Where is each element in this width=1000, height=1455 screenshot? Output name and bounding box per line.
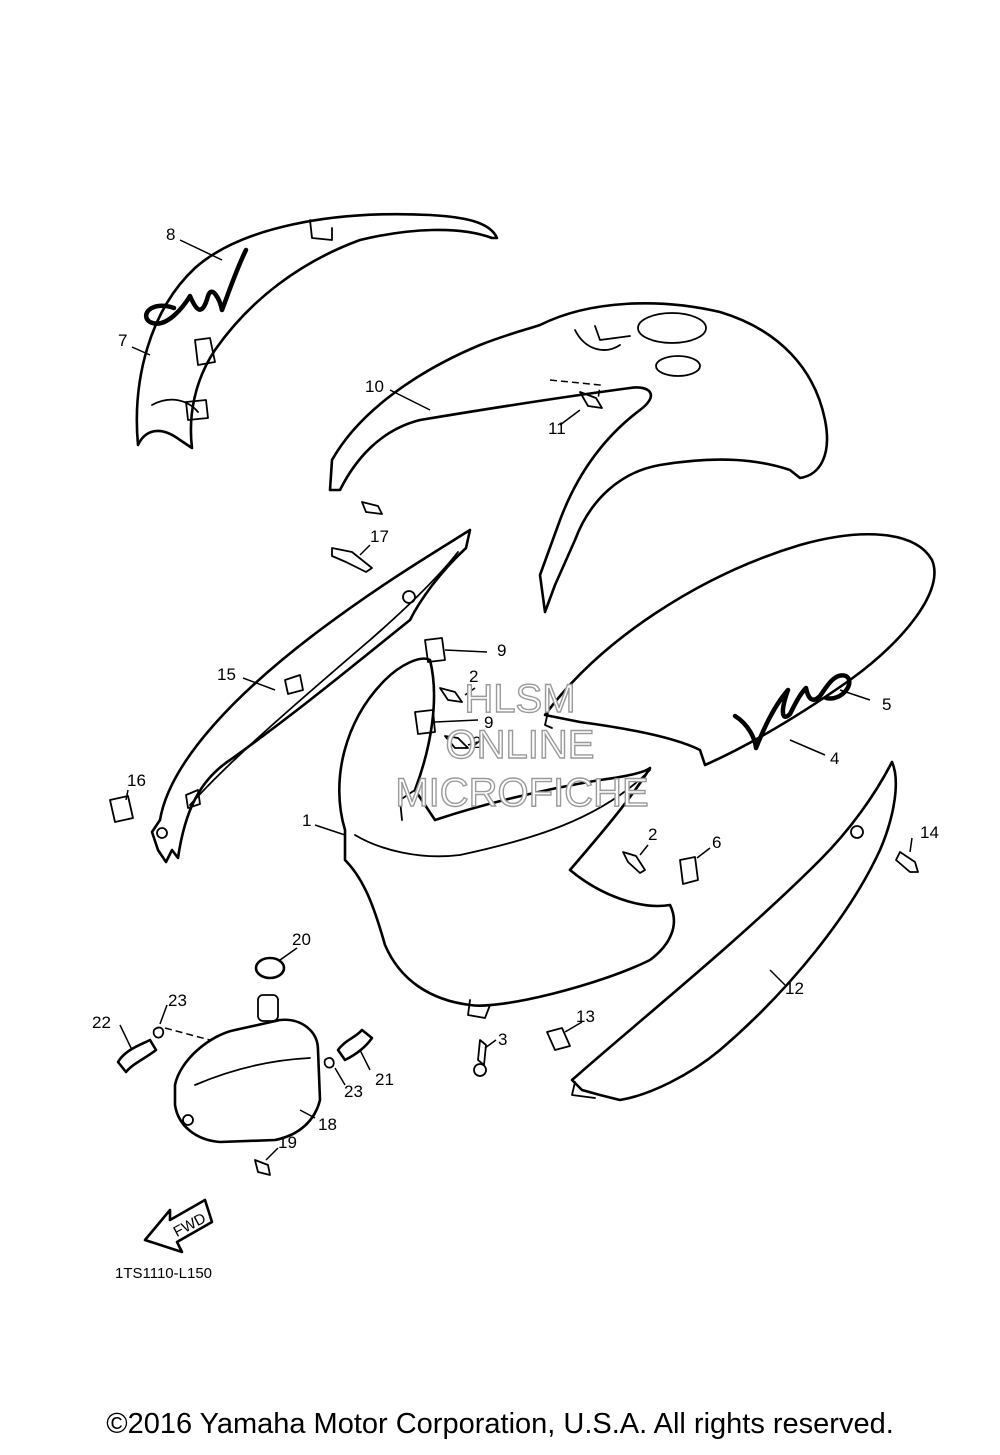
callout-8: 8 [166,225,175,244]
screw-19 [254,1159,271,1176]
watermark-line-2: ONLINE [446,723,595,767]
screw-2-upper [439,687,463,703]
callout-16: 16 [127,771,146,790]
callout-1: 1 [302,811,311,830]
callout-15: 15 [217,665,236,684]
inner-frame-cover [328,302,829,614]
screw-2-lower [444,735,469,749]
diagram-code: 1TS1110-L150 [115,1265,212,1282]
rear-upper-cover [135,212,499,450]
callout-10: 10 [365,377,384,396]
screw-14 [895,851,919,873]
callout-3: 3 [498,1030,507,1049]
callout-2a: 2 [469,667,478,686]
copyright-notice: ©2016 Yamaha Motor Corporation, U.S.A. A… [106,1408,894,1440]
side-strip [150,528,472,864]
watermark: HLSM ONLINE MICROFICHE [395,676,650,815]
callout-23a: 23 [168,991,187,1010]
watermark-line-3: MICROFICHE [395,771,648,815]
callout-5: 5 [882,695,891,714]
hose-dash [164,1027,211,1041]
screw-2-right [622,851,646,874]
clip-13 [546,1027,571,1051]
callout-14: 14 [920,823,939,842]
clip-6 [679,856,699,885]
reservoir-tank [173,994,322,1144]
callout-22: 22 [92,1013,111,1032]
lower-skirt [570,760,898,1102]
callout-7: 7 [118,331,127,350]
callout-21: 21 [375,1070,394,1089]
hose-21 [336,1028,374,1062]
callout-6: 6 [712,833,721,852]
nut-9-upper [424,637,446,663]
screw-11 [579,391,603,409]
screw-17 [331,547,373,573]
fwd-arrow-icon [143,1198,214,1254]
side-body-cover [543,533,936,767]
callout-numbers: 1 2 2 2 3 4 5 6 7 8 9 9 10 11 12 13 14 1… [92,225,939,1152]
callout-18: 18 [318,1115,337,1134]
cap-20 [254,956,286,980]
callout-9b: 9 [484,713,493,732]
callout-11: 11 [548,419,566,438]
callout-9a: 9 [497,641,506,660]
callout-13: 13 [576,1007,595,1026]
callout-2b: 2 [472,733,481,752]
callout-4: 4 [830,749,839,768]
callout-2c: 2 [648,825,657,844]
callout-23b: 23 [344,1082,363,1101]
screw-near-10 [361,501,383,515]
callout-17: 17 [370,527,389,546]
nut-9-lower [414,709,436,735]
ring-23-left [152,1026,165,1039]
clip-16 [109,795,134,823]
fwd-arrow: FWD [143,1198,214,1254]
callout-19: 19 [278,1133,297,1152]
leader-lines [119,239,913,1161]
screw-3 [477,1039,487,1066]
emblem-mark-8 [143,247,249,326]
ring-23-right [323,1057,335,1069]
hose-22 [116,1038,158,1074]
watermark-line-1: HLSM [464,677,575,721]
callout-12: 12 [785,979,804,998]
callout-20: 20 [292,930,311,949]
emblem-mark-5 [732,673,852,751]
